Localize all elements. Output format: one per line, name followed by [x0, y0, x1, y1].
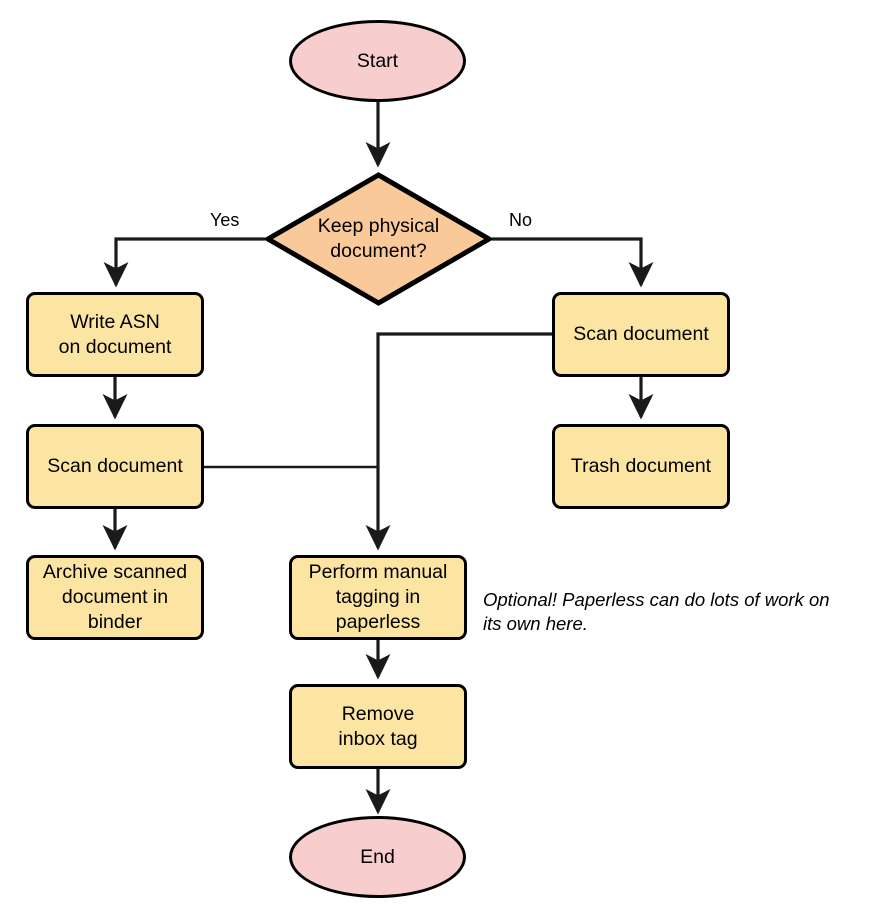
node-start[interactable]: Start [289, 20, 466, 102]
node-end-label: End [360, 845, 395, 868]
edge-label-no: No [509, 210, 533, 230]
edge-scan-right-to-manual-tagging [365, 332, 552, 551]
node-scan-document-left[interactable]: Scan document [26, 424, 204, 509]
node-write-asn-on-document[interactable]: Write ASN on document [26, 292, 204, 377]
node-archive-scanned-document-in-binder-label: Archive scanned document in binder [42, 561, 188, 633]
node-scan-document-left-label: Scan document [47, 455, 183, 478]
node-perform-manual-tagging-in-paperless-label: Perform manual tagging in paperless [308, 561, 448, 633]
node-scan-document-right[interactable]: Scan document [552, 292, 730, 377]
node-keep-physical-document[interactable]: Keep physical document? [265, 172, 492, 306]
node-trash-document-label: Trash document [570, 455, 712, 478]
node-archive-scanned-document-in-binder[interactable]: Archive scanned document in binder [26, 555, 204, 640]
edge-decision-yes-to-write-asn [103, 237, 265, 288]
annotation-optional-note: Optional! Paperless can do lots of work … [483, 589, 830, 635]
node-perform-manual-tagging-in-paperless[interactable]: Perform manual tagging in paperless [289, 555, 467, 640]
node-scan-document-right-label: Scan document [573, 323, 709, 346]
edge-label-yes: Yes [210, 210, 240, 230]
edge-decision-no-to-scan-right [492, 237, 654, 288]
node-remove-inbox-tag-label: Remove inbox tag [338, 702, 418, 750]
node-remove-inbox-tag[interactable]: Remove inbox tag [289, 684, 467, 769]
node-keep-physical-document-label: Keep physical document? [317, 215, 440, 262]
diamond-shape [265, 172, 492, 306]
node-trash-document[interactable]: Trash document [552, 424, 730, 509]
node-start-label: Start [356, 49, 399, 72]
node-end[interactable]: End [289, 816, 466, 898]
node-write-asn-on-document-label: Write ASN on document [58, 310, 172, 358]
